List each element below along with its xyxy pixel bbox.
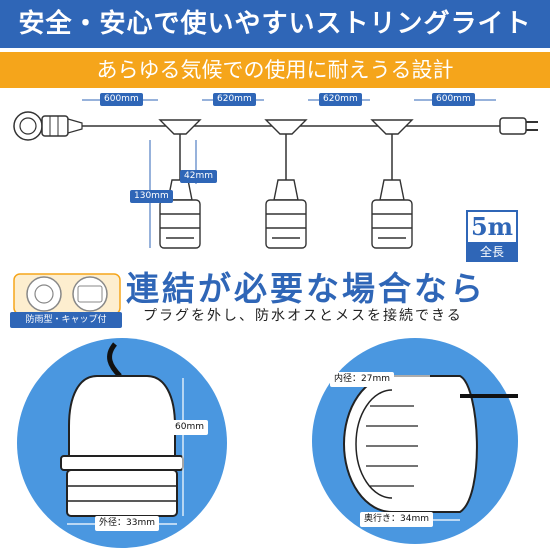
connector-inner-diameter-label: 内径：27mm — [330, 372, 394, 387]
cord-length-label: 42mm — [180, 170, 217, 183]
string-light-diagram: 600mm 620mm 620mm 600mm 130mm 42mm — [0, 88, 550, 268]
total-length-value: 5m — [470, 212, 514, 241]
total-length-label: 全長 — [468, 242, 516, 262]
socket-detail: 60mm 外径：33mm — [15, 336, 229, 550]
socket-height-label: 60mm — [171, 420, 208, 435]
connector-depth-label: 奥行き：34mm — [360, 512, 433, 527]
t-junction — [158, 119, 414, 135]
total-length-badge: 5m 全長 — [466, 210, 518, 262]
cap-caption: 防雨型・キャップ付 — [10, 312, 122, 328]
cap-illustration — [12, 272, 122, 332]
string-light-illustration — [13, 99, 538, 249]
socket-icon — [371, 179, 413, 249]
sub-banner: あらゆる気候での使用に耐えうる設計 — [0, 52, 550, 88]
socket-icon — [265, 179, 307, 249]
spacing-label: 620mm — [319, 93, 362, 106]
spacing-label: 600mm — [100, 93, 143, 106]
socket-closeup-icon — [17, 338, 227, 548]
page-subtitle: あらゆる気候での使用に耐えうる設計 — [96, 58, 454, 82]
cap-icon — [13, 273, 121, 315]
spacing-label: 600mm — [432, 93, 475, 106]
page-title: 安全・安心で使いやすいストリングライト — [18, 9, 532, 39]
drop-length-label: 130mm — [130, 190, 173, 203]
plug-icon — [499, 117, 538, 135]
socket-outer-diameter-label: 外径：33mm — [95, 516, 159, 531]
top-banner: 安全・安心で使いやすいストリングライト — [0, 0, 550, 48]
connector-detail: 内径：27mm 奥行き：34mm — [310, 336, 520, 546]
female-connector-icon — [13, 111, 83, 141]
connector-closeup-icon — [312, 338, 518, 544]
spacing-label: 620mm — [213, 93, 256, 106]
section-description: プラグを外し、防水オスとメスを接続できる — [143, 308, 463, 324]
section-heading: 連結が必要な場合なら — [126, 269, 486, 308]
